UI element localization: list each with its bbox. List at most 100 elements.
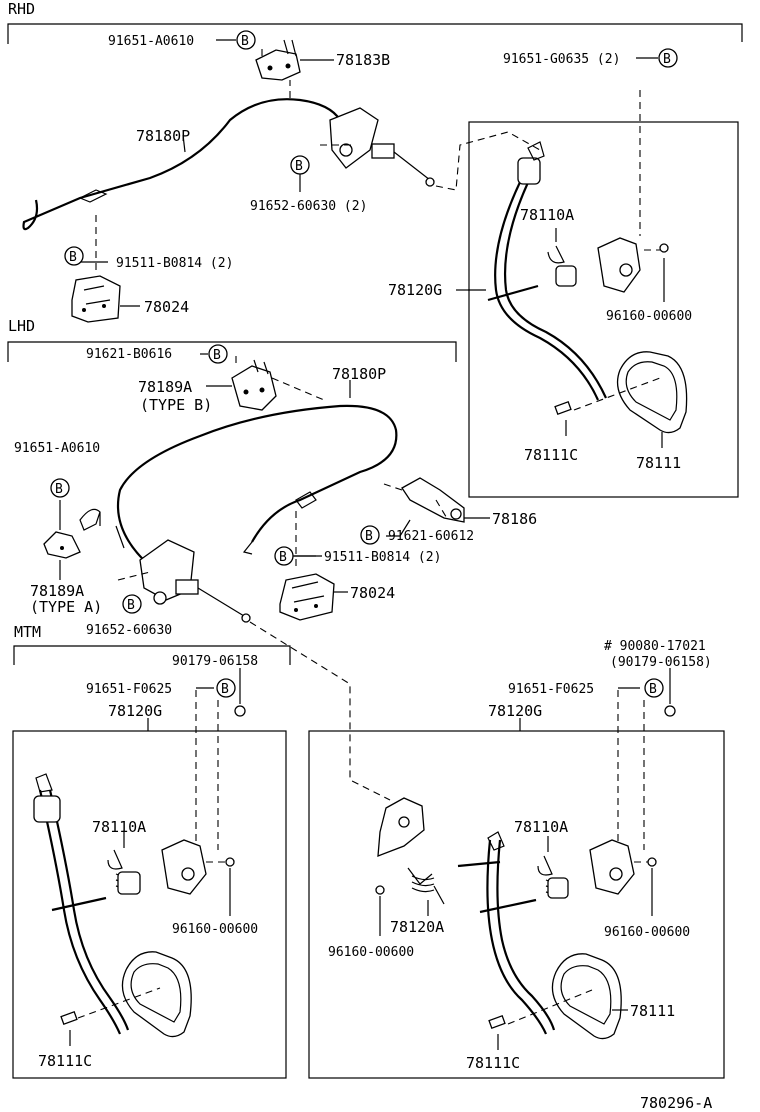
svg-text:B: B — [241, 34, 249, 49]
link-assembly-lhd — [139, 539, 251, 623]
label-a4: 78180P — [136, 127, 190, 145]
label-c5: 96160-00600 — [172, 922, 258, 937]
pin-78111c-rhd — [554, 401, 572, 415]
at-pedal-box — [308, 730, 725, 1079]
label-a1: 91651-A0610 — [108, 34, 194, 49]
bracket-78186 — [401, 477, 465, 523]
label-a9: 78024 — [144, 298, 189, 316]
spring-78110a-rhd — [547, 245, 577, 287]
marker-b-2: B — [658, 48, 678, 68]
label-d10: 78111C — [466, 1054, 520, 1072]
nut-96160-at-right — [647, 857, 657, 867]
bracket-78024-rhd — [71, 275, 121, 323]
marker-b-8: B — [274, 546, 294, 566]
pedal-pad-78111-mtm — [121, 951, 192, 1038]
svg-text:B: B — [295, 159, 303, 174]
nut-90080 — [664, 705, 676, 717]
label-b1: 91621-B0616 — [86, 347, 172, 362]
figure-code: 780296-A — [640, 1094, 712, 1112]
cable-78180p-lhd — [116, 404, 398, 567]
label-c3: 78120G — [108, 702, 162, 720]
svg-text:B: B — [213, 348, 221, 363]
label-a8: 78120G — [388, 281, 442, 299]
marker-b-5: B — [208, 344, 228, 364]
marker-b-7: B — [360, 525, 380, 545]
label-b6: 78186 — [492, 510, 537, 528]
label-d1: # 90080-17021 — [604, 639, 706, 654]
marker-b-4: B — [64, 246, 84, 266]
label-a6: 78110A — [520, 206, 574, 224]
label-b2: 78180P — [332, 365, 386, 383]
lhd-section-label: LHD — [8, 317, 35, 335]
pedal-lever-mtm — [33, 773, 130, 1035]
cable-78180p-rhd — [22, 98, 341, 231]
svg-text:B: B — [55, 482, 63, 497]
mtm-pedal-box — [12, 730, 287, 1079]
marker-b-3: B — [290, 155, 310, 175]
pedal-pad-78111-at — [551, 953, 622, 1040]
nut-90179-mtm — [234, 705, 246, 717]
rhd-section-label: RHD — [8, 0, 35, 18]
lhd-frame — [7, 341, 457, 362]
rhd-pedal-box — [468, 121, 739, 498]
bracket-78189a-type-b — [231, 359, 277, 411]
pin-78111c-mtm — [60, 1011, 78, 1025]
label-c2: 91651-F0625 — [86, 682, 172, 697]
label-b5: 91651-A0610 — [14, 441, 100, 456]
label-a7: 91511-B0814 (2) — [116, 256, 233, 271]
label-d2: (90179-06158) — [610, 655, 712, 670]
bracket-78189a-type-a — [43, 508, 101, 559]
spring-78110a-mtm — [107, 849, 141, 895]
label-c6: 78111C — [38, 1052, 92, 1070]
label-c4: 78110A — [92, 818, 146, 836]
bracket-78024-lhd — [279, 573, 335, 621]
label-b3: 78189A — [138, 378, 192, 396]
nut-96160-at-left — [375, 885, 385, 895]
label-b11: (TYPE A) — [30, 598, 102, 616]
bracket-pedal-mtm — [161, 839, 207, 895]
label-a5: 91652-60630 (2) — [250, 199, 367, 214]
label-d7: 78120A — [390, 918, 444, 936]
marker-b-11: B — [644, 678, 664, 698]
svg-text:B: B — [221, 682, 229, 697]
label-b4: (TYPE B) — [140, 396, 212, 414]
label-a12: 78111 — [636, 454, 681, 472]
label-c1: 90179-06158 — [172, 654, 258, 669]
mtm-frame — [13, 645, 291, 665]
bracket-pedal-at — [589, 839, 635, 895]
pedal-pad-78111-rhd — [616, 351, 688, 434]
svg-text:B: B — [365, 529, 373, 544]
label-a2: 78183B — [336, 51, 390, 69]
label-d8: 96160-00600 — [328, 945, 414, 960]
bracket-pedal-rhd — [597, 237, 641, 293]
label-b10: 78189A — [30, 582, 84, 600]
bracket-at-link — [377, 797, 425, 857]
label-d5: 78110A — [514, 818, 568, 836]
label-a10: 96160-00600 — [606, 309, 692, 324]
label-d9: 78111 — [630, 1002, 675, 1020]
svg-text:B: B — [127, 598, 135, 613]
marker-b-6: B — [50, 478, 70, 498]
svg-text:B: B — [279, 550, 287, 565]
label-a11: 78111C — [524, 446, 578, 464]
label-b7: 91621-60612 — [388, 529, 474, 544]
label-a3: 91651-G0635 (2) — [503, 52, 620, 67]
pedal-lever-at — [457, 831, 556, 1035]
label-d6: 96160-00600 — [604, 925, 690, 940]
link-assembly-rhd — [329, 107, 435, 187]
pin-78111c-at — [488, 1015, 506, 1029]
bracket-78183b — [255, 39, 301, 81]
label-b8: 91511-B0814 (2) — [324, 550, 441, 565]
label-d3: 91651-F0625 — [508, 682, 594, 697]
rhd-frame — [7, 23, 743, 44]
svg-text:B: B — [69, 250, 77, 265]
mtm-section-label: MTM — [14, 623, 41, 641]
spring-78120a — [407, 867, 445, 905]
marker-b-1: B — [236, 30, 256, 50]
svg-text:B: B — [663, 52, 671, 67]
nut-96160-mtm — [225, 857, 235, 867]
pedal-lever-rhd — [468, 141, 608, 401]
marker-b-10: B — [216, 678, 236, 698]
